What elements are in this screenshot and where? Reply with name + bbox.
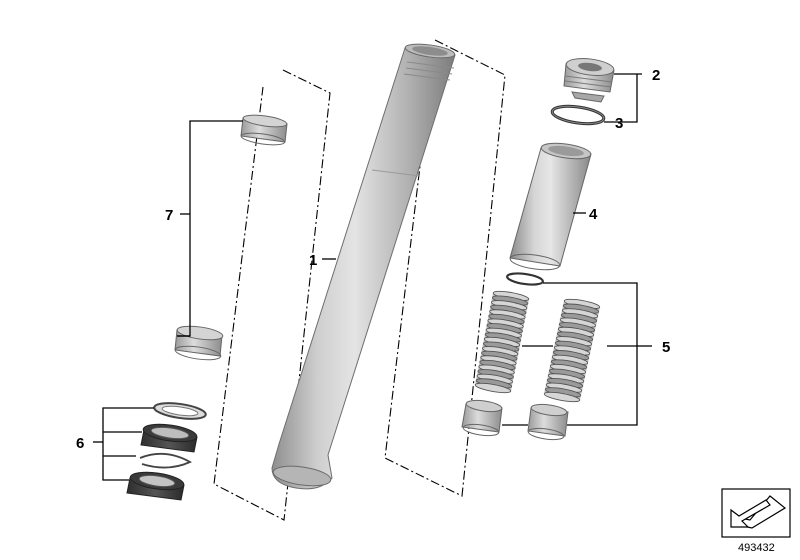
dust-seal bbox=[126, 471, 185, 501]
spacer-tube bbox=[509, 142, 592, 271]
left-assembly-frame bbox=[213, 69, 331, 521]
slide-bushing-lower bbox=[174, 325, 224, 361]
seal-washer bbox=[153, 402, 207, 420]
right-assembly-frame bbox=[384, 39, 506, 497]
screw-cap bbox=[563, 58, 615, 103]
retaining-clip bbox=[139, 452, 192, 469]
spring-washer bbox=[506, 272, 544, 286]
callout-5: 5 bbox=[662, 339, 670, 356]
callout-2: 2 bbox=[652, 67, 660, 84]
callout-4: 4 bbox=[589, 206, 598, 223]
leader-lines bbox=[93, 73, 652, 481]
exploded-view-arrow-icon bbox=[721, 488, 791, 538]
spring-bushing-right bbox=[527, 403, 569, 441]
o-ring bbox=[550, 104, 606, 126]
callout-7: 7 bbox=[165, 207, 173, 224]
callout-1: 1 bbox=[309, 252, 317, 269]
oil-seal bbox=[140, 423, 198, 453]
callout-3: 3 bbox=[615, 115, 623, 132]
spring-left bbox=[474, 290, 530, 394]
slide-bushing-upper bbox=[240, 114, 288, 146]
spring-right bbox=[543, 298, 601, 403]
callout-6: 6 bbox=[76, 435, 84, 452]
fork-tube bbox=[271, 43, 456, 490]
reference-number: 493432 bbox=[738, 542, 775, 554]
spring-bushing-left bbox=[461, 399, 503, 437]
